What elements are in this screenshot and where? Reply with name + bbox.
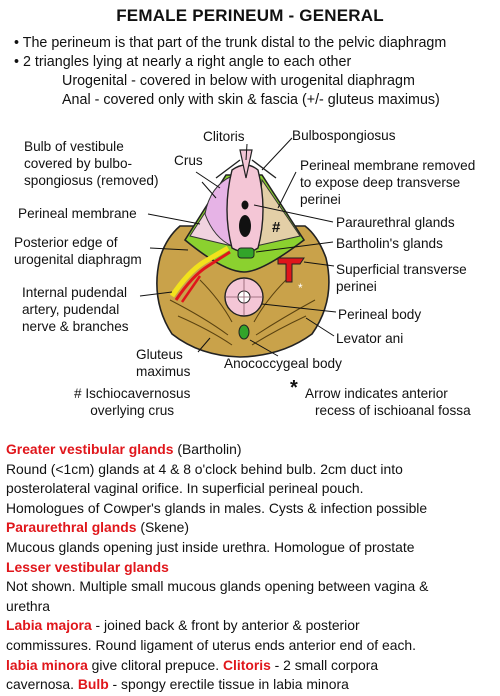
anococcygeal-body	[238, 324, 250, 340]
leader-lines	[139, 137, 337, 357]
label-levator-ani: Levator ani	[336, 331, 404, 346]
intro-bullets: • The perineum is that part of the trunk…	[14, 34, 494, 110]
label-superficial-transverse: Superficial transverse perinei	[336, 262, 467, 294]
bullet-two-triangles: • 2 triangles lying at nearly a right an…	[14, 54, 352, 70]
label-star: *	[290, 377, 298, 399]
page-title: FEMALE PERINEUM - GENERAL	[116, 6, 384, 25]
label-anococcygeal-body: Anococcygeal body	[224, 356, 342, 371]
svg-text:*: *	[298, 281, 303, 295]
label-bartholins-glands: Bartholin's glands	[336, 236, 443, 251]
diagram-perineum: # *	[139, 137, 337, 358]
label-perineal-membrane-removed: Perineal membrane removed to expose deep…	[300, 158, 476, 207]
label-crus: Crus	[174, 153, 203, 168]
label-perineal-body: Perineal body	[338, 307, 422, 322]
label-perineal-membrane: Perineal membrane	[18, 206, 137, 221]
bartholins-gland	[237, 247, 255, 259]
label-clitoris: Clitoris	[203, 129, 245, 144]
minora-line: labia minora give clitoral prepuce. Clit…	[6, 656, 379, 673]
label-paraurethral-glands: Paraurethral glands	[336, 215, 455, 230]
label-internal-pudendal: Internal pudendal artery, pudendal nerve…	[22, 285, 129, 334]
label-ischiocavernosus: # Ischiocavernosus overlying crus	[74, 386, 191, 418]
urethra	[241, 200, 249, 210]
greater-heading-line: Greater vestibular glands (Bartholin)	[6, 441, 242, 457]
levator-fibres	[169, 279, 316, 346]
majora-line: Labia majora - joined back & front by an…	[6, 617, 360, 634]
crus-lines	[215, 159, 277, 179]
label-arrow-note: Arrow indicates anterior recess of ischi…	[305, 386, 471, 418]
lesser-heading-line: Lesser vestibular glands	[6, 558, 169, 575]
cavernosa-line: cavernosa. Bulb - spongy erectile tissue…	[6, 676, 349, 693]
label-gluteus-maximus: Gluteus maximus	[136, 347, 191, 379]
svg-text:#: #	[272, 219, 281, 236]
pudendal-vessels	[169, 245, 230, 298]
para-heading-line: Paraurethral glands (Skene)	[6, 519, 189, 536]
superficial-transverse-marker	[277, 257, 305, 283]
clitoris-shape	[239, 149, 253, 179]
bullet-anal: Anal - covered only with skin & fascia (…	[62, 92, 440, 108]
label-bulbospongiosus: Bulbospongiosus	[292, 128, 396, 143]
vagina	[239, 215, 251, 237]
description: Greater vestibular glands (Bartholin) Ro…	[6, 440, 496, 695]
bullet-perineum-definition: • The perineum is that part of the trunk…	[14, 35, 447, 51]
label-posterior-edge: Posterior edge of urogenital diaphragm	[14, 235, 142, 267]
bullet-urogenital: Urogenital - covered in below with uroge…	[62, 73, 415, 89]
label-bulb-of-vestibule: Bulb of vestibule covered by bulbo- spon…	[24, 139, 159, 188]
